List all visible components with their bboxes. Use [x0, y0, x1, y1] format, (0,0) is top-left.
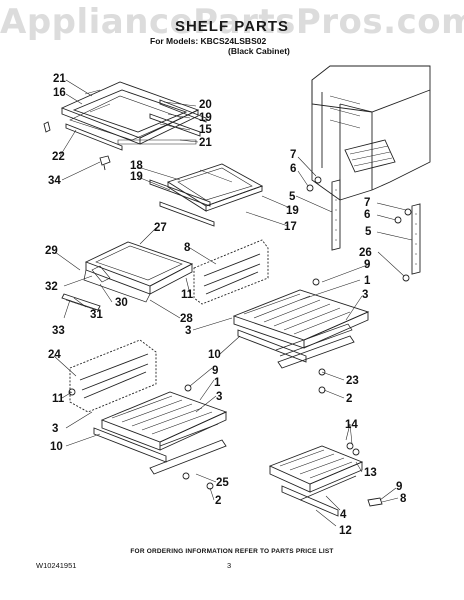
leader-lines: [53, 79, 413, 527]
callout-21-bottom: 21: [199, 137, 212, 149]
callout-27: 27: [154, 222, 167, 234]
watermark: AppliancePartsPros.com: [0, 2, 464, 42]
callout-34: 34: [48, 175, 61, 187]
callout-32: 32: [45, 281, 58, 293]
upper-side-panel: [193, 239, 269, 305]
lower-side-panel: [69, 339, 157, 413]
callout-26: 26: [359, 247, 372, 259]
callout-8-upper: 8: [184, 242, 191, 254]
callout-18: 18: [130, 160, 143, 172]
callout-6-upper: 6: [290, 163, 296, 175]
callout-33: 33: [52, 325, 65, 337]
callout-11-lower: 11: [52, 393, 65, 405]
callout-19-left: 19: [130, 171, 143, 183]
callout-3-upper-left: 3: [185, 325, 191, 337]
callout-7-right: 7: [364, 197, 370, 209]
second-glass-shelf: [149, 163, 264, 227]
callout-14: 14: [345, 419, 358, 431]
drawer-cover: [83, 241, 194, 303]
callout-4: 4: [340, 509, 347, 521]
callout-17: 17: [284, 221, 297, 233]
callout-10-lower: 10: [50, 441, 63, 453]
models-line: For Models: KBCS24LSBS02: [150, 36, 267, 46]
callout-12: 12: [339, 525, 352, 537]
callout-9-upper: 9: [364, 259, 370, 271]
callout-25: 25: [216, 477, 229, 489]
callout-2-lower: 2: [215, 495, 221, 507]
callout-8-bottom: 8: [400, 493, 407, 505]
callout-9-lower: 9: [212, 365, 218, 377]
callout-19-right: 19: [286, 205, 299, 217]
callout-5-upper: 5: [289, 191, 296, 203]
callout-6-right: 6: [364, 209, 370, 221]
small-parts-left: [61, 293, 101, 311]
upper-wire-drawer: [232, 289, 370, 369]
ordering-note: FOR ORDERING INFORMATION REFER TO PARTS …: [130, 548, 334, 555]
document-number: W10241951: [36, 561, 77, 570]
callout-19-top: 19: [199, 112, 212, 124]
callout-3-upper-right: 3: [362, 289, 368, 301]
top-glass-shelf: [60, 81, 207, 151]
clip-left: [43, 121, 51, 133]
callout-7-upper: 7: [290, 149, 296, 161]
screw-34: [99, 155, 111, 171]
callout-24: 24: [48, 349, 61, 361]
callout-15: 15: [199, 124, 212, 136]
callout-3-lower-right: 3: [216, 391, 222, 403]
callout-23: 23: [346, 375, 359, 387]
callout-10-upper: 10: [208, 349, 221, 361]
screws-upper-right: [306, 176, 412, 286]
callout-5-right: 5: [365, 226, 372, 238]
callout-2-upper: 2: [346, 393, 352, 405]
callout-28: 28: [180, 313, 193, 325]
callout-3-lower-left: 3: [52, 423, 58, 435]
callout-1-upper: 1: [364, 275, 371, 287]
callout-9-bottom: 9: [396, 481, 402, 493]
callout-31: 31: [90, 309, 103, 321]
callout-20: 20: [199, 99, 212, 111]
cabinet-outline: [311, 65, 431, 201]
callout-21-top: 21: [53, 73, 66, 85]
lower-wire-drawer: [93, 391, 228, 475]
rear-rail-right: [331, 179, 421, 275]
page-title: SHELF PARTS: [174, 18, 290, 35]
page-number: 3: [227, 561, 232, 570]
callout-22: 22: [52, 151, 65, 163]
small-wire-drawer: [268, 442, 383, 517]
callout-30: 30: [115, 297, 128, 309]
callout-16: 16: [53, 87, 66, 99]
callout-13: 13: [364, 467, 377, 479]
callout-29: 29: [45, 245, 58, 257]
callout-numbers: 21 16 20 19 15 21 22 34 7 6 18 19 19 17 …: [45, 73, 407, 537]
screws-lower-left: [68, 368, 326, 490]
callout-11-upper: 11: [181, 289, 194, 301]
cabinet-line: (Black Cabinet): [228, 46, 290, 56]
callout-1-lower: 1: [214, 377, 221, 389]
